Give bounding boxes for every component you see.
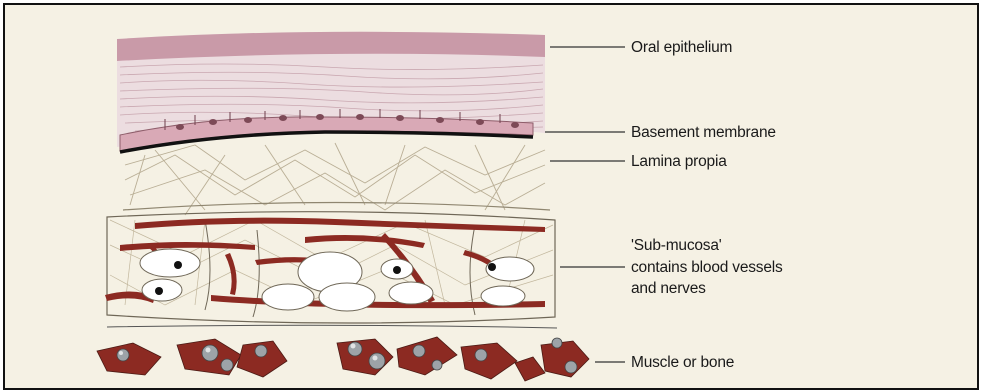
- label-oral-epithelium: Oral epithelium: [631, 39, 732, 56]
- label-submucosa-line3: and nerves: [631, 280, 706, 297]
- label-muscle-or-bone: Muscle or bone: [631, 354, 734, 371]
- lamina-propria-layer: [123, 143, 550, 215]
- label-lamina-propria: Lamina propia: [631, 153, 727, 170]
- label-submucosa-line1: 'Sub-mucosa': [631, 237, 722, 254]
- diagram-frame: Oral epithelium Basement membrane Lamina…: [3, 3, 979, 390]
- submucosa-layer: [105, 212, 557, 328]
- label-basement-membrane: Basement membrane: [631, 124, 776, 141]
- oral-mucosa-diagram: Oral epithelium Basement membrane Lamina…: [5, 5, 977, 388]
- label-submucosa-line2: contains blood vessels: [631, 259, 783, 276]
- muscle-or-bone-layer: [97, 337, 589, 381]
